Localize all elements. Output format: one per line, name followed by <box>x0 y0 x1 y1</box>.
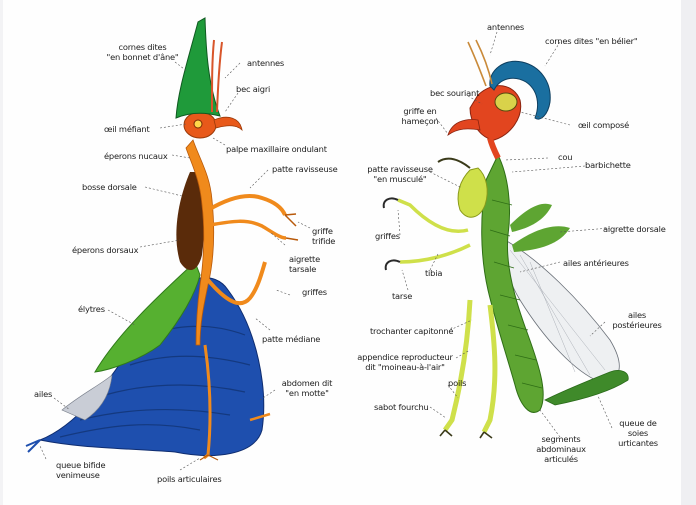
right-creature-illustration <box>384 40 629 438</box>
label-griffes-left: griffes <box>302 287 327 297</box>
label-griffe-hamecon: griffe enhameçon <box>395 106 445 126</box>
label-antennes-right: antennes <box>487 22 524 32</box>
label-tibia: tibia <box>425 268 442 278</box>
right-raptorial-leg <box>458 168 487 217</box>
right-dorsal-plume <box>510 204 552 232</box>
label-aigrette-tarsale: aigrettetarsale <box>289 254 320 274</box>
label-ailes-posterieures: ailespostérieures <box>605 310 669 330</box>
label-griffe-trifide: griffetrifide <box>312 226 335 246</box>
label-ailes-anterieures: ailes antérieures <box>563 258 629 268</box>
left-tail <box>26 440 40 452</box>
left-eye <box>194 120 202 128</box>
label-barbichette: barbichette <box>585 160 631 170</box>
label-queue-soies: queue desoiesurticantes <box>608 418 668 448</box>
label-eperons-dorsaux: éperons dorsaux <box>72 245 138 255</box>
label-segments: segmentsabdominauxarticulés <box>530 434 592 464</box>
label-eperons-nucaux: éperons nucaux <box>104 151 168 161</box>
label-patte-mediane: patte médiane <box>262 334 320 344</box>
label-palpe: palpe maxillaire ondulant <box>226 144 327 154</box>
left-beak <box>214 117 242 130</box>
label-cornes-left: cornes dites"en bonnet d'âne" <box>100 42 185 62</box>
label-poils-articulaires: poils articulaires <box>157 474 222 484</box>
right-antennae <box>468 40 492 86</box>
label-antennes-left: antennes <box>247 58 284 68</box>
left-raptorial-leg <box>208 196 285 215</box>
right-beak <box>448 120 480 135</box>
label-tarse: tarse <box>392 291 412 301</box>
label-sabot-fourchu: sabot fourchu <box>374 402 429 412</box>
label-elytres: élytres <box>78 304 105 314</box>
label-patte-ravisseuse-right: patte ravisseuse"en musculé" <box>365 164 435 184</box>
label-cou: cou <box>558 152 572 162</box>
right-rear-leg <box>484 305 495 432</box>
label-oeil-compose: œil composé <box>578 120 629 130</box>
label-ailes-left: ailes <box>34 389 52 399</box>
label-bec-souriant: bec souriant <box>430 88 479 98</box>
label-bosse-dorsale: bosse dorsale <box>82 182 137 192</box>
right-eye <box>495 93 517 111</box>
right-tail <box>545 370 628 405</box>
label-poils-right: poils <box>448 378 466 388</box>
label-abdomen: abdomen dit"en motte" <box>272 378 342 398</box>
label-griffes-right: griffes <box>375 231 400 241</box>
label-aigrette-dorsale: aigrette dorsale <box>603 224 666 234</box>
label-trochanter: trochanter capitonné <box>370 326 453 336</box>
label-appendice: appendice reproducteurdit "moineau-à-l'a… <box>356 352 454 372</box>
label-bec-aigri: bec aigri <box>236 84 270 94</box>
right-tibia <box>398 200 468 231</box>
label-queue-bifide: queue bifidevenimeuse <box>56 460 105 480</box>
label-patte-ravisseuse-left: patte ravisseuse <box>272 164 338 174</box>
label-oeil-mefiant: œil méfiant <box>104 124 150 134</box>
label-cornes-belier: cornes dites "en bélier" <box>545 36 637 46</box>
